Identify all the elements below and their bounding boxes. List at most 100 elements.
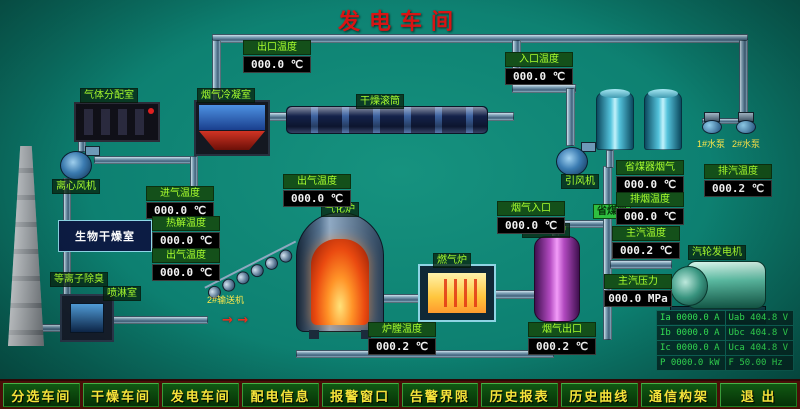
flow-arrow-icon: → → xyxy=(222,313,249,328)
sensor-pyrolysis-temp: 热解温度 000.0 ℃ xyxy=(152,216,220,249)
table-cell: Ib 0000.0 A xyxy=(656,325,726,341)
table-cell: Uca 404.8 V xyxy=(724,340,794,356)
pipe-segment xyxy=(212,34,748,43)
label-gas-furnace: 燃气炉 xyxy=(433,253,471,268)
page-title: 发电车间 xyxy=(337,9,462,34)
nav-history-curve[interactable]: 历史曲线 xyxy=(560,383,638,407)
generator-readings-table: Ia 0000.0 A Uab 404.8 V Ib 0000.0 A Ubc … xyxy=(656,310,794,371)
nav-alarm-window[interactable]: 报警窗口 xyxy=(321,383,399,407)
sensor-value: 000.2 ℃ xyxy=(368,338,436,355)
status-dot xyxy=(148,108,154,114)
sensor-outlet-temp: 出口温度 000.0 ℃ xyxy=(243,40,311,73)
spray-room-window xyxy=(70,303,104,333)
sensor-label: 省煤器烟气 xyxy=(616,160,684,175)
sensor-flue-gas-outlet: 烟气出口 000.2 ℃ xyxy=(528,322,596,355)
pipe-segment xyxy=(268,112,288,121)
sensor-label: 出气温度 xyxy=(283,174,351,189)
label-spray-room: 喷淋室 xyxy=(103,286,141,301)
pipe-segment xyxy=(603,166,612,340)
gasifier-leg xyxy=(361,330,371,339)
sensor-outgas-temp-mid: 出气温度 000.0 ℃ xyxy=(283,174,351,207)
nav-power-workshop[interactable]: 发电车间 xyxy=(162,383,240,407)
nav-sorting-workshop[interactable]: 分选车间 xyxy=(3,383,80,407)
label-turbine-generator: 汽轮发电机 xyxy=(688,245,746,260)
conveyor-roller xyxy=(234,268,252,287)
sensor-value: 000.0 MPa xyxy=(604,290,672,307)
sensor-value: 000.0 ℃ xyxy=(497,217,565,234)
sensor-inlet-temp: 入口温度 000.0 ℃ xyxy=(505,52,573,85)
nav-power-distribution[interactable]: 配电信息 xyxy=(242,383,319,407)
pipe-segment xyxy=(566,88,575,146)
flue-gas-condenser-graphic xyxy=(194,100,270,156)
sensor-main-steam-pressure: 主汽压力 000.0 MPa xyxy=(604,274,672,307)
sensor-exhaust-steam-temp: 排汽温度 000.2 ℃ xyxy=(704,164,772,197)
sensor-label: 入口温度 xyxy=(505,52,573,67)
table-cell: P 0000.0 kW xyxy=(656,355,726,371)
table-cell: F 50.00 Hz xyxy=(724,355,794,371)
table-cell: Ic 0000.0 A xyxy=(656,340,726,356)
sensor-label: 排烟温度 xyxy=(616,192,684,207)
table-row: P 0000.0 kW F 50.00 Hz xyxy=(656,355,794,371)
sensor-value: 000.0 ℃ xyxy=(505,68,573,85)
sensor-value: 000.2 ℃ xyxy=(704,180,772,197)
nav-drying-workshop[interactable]: 干燥车间 xyxy=(82,383,160,407)
pipe-segment xyxy=(94,156,198,164)
sensor-value: 000.2 ℃ xyxy=(612,242,680,259)
spray-room-graphic xyxy=(60,294,114,342)
sensor-intake-temp: 进气温度 000.0 ℃ xyxy=(146,186,214,219)
nav-alarm-limits[interactable]: 告警界限 xyxy=(401,383,479,407)
conveyor-roller xyxy=(276,246,295,265)
sensor-value: 000.0 ℃ xyxy=(146,202,214,219)
centrifugal-fan-graphic xyxy=(60,146,100,180)
label-pump-2: 2#水泵 xyxy=(732,139,761,149)
label-induced-fan: 引风机 xyxy=(561,174,599,189)
sensor-outgas-temp-left: 出气温度 000.0 ℃ xyxy=(152,248,220,281)
sensor-label: 烟气入口 xyxy=(497,201,565,216)
label-centrifugal-fan: 离心风机 xyxy=(52,179,100,194)
condenser-hot-section xyxy=(199,131,265,150)
water-pump-2-graphic xyxy=(734,112,758,134)
fan-volute xyxy=(556,147,588,176)
label-drying-drum: 干燥滚筒 xyxy=(356,94,404,109)
sensor-value: 000.0 ℃ xyxy=(616,208,684,225)
chimney-graphic xyxy=(8,146,44,346)
nav-exit-button[interactable]: 退 出 xyxy=(720,383,798,407)
drying-drum-graphic xyxy=(286,106,488,134)
gas-distribution-slots xyxy=(84,109,150,135)
steam-boiler-graphic xyxy=(534,236,580,322)
sensor-value: 000.0 ℃ xyxy=(283,190,351,207)
induced-draft-fan-graphic xyxy=(556,142,596,176)
bottom-nav: 分选车间 干燥车间 发电车间 配电信息 报警窗口 告警界限 历史报表 历史曲线 … xyxy=(0,379,800,409)
sensor-value: 000.0 ℃ xyxy=(152,232,220,249)
gasifier-leg xyxy=(309,330,319,339)
fan-outlet xyxy=(85,146,100,156)
conveyor-roller xyxy=(219,275,238,294)
conveyor-roller xyxy=(248,261,266,279)
gasifier-graphic xyxy=(296,212,384,339)
pipe-segment xyxy=(494,290,536,299)
pipe-segment xyxy=(739,40,748,114)
label-plasma-deodorizer: 等离子除臭 xyxy=(50,272,108,287)
gas-furnace-graphic xyxy=(418,264,496,322)
sensor-economizer-gas-in: 省煤器烟气 000.0 ℃ xyxy=(616,160,684,193)
sensor-value: 000.0 ℃ xyxy=(616,176,684,193)
pump-volute xyxy=(736,120,756,134)
sensor-label: 出口温度 xyxy=(243,40,311,55)
table-row: Ia 0000.0 A Uab 404.8 V xyxy=(656,310,794,326)
nav-communication-frame[interactable]: 通信构架 xyxy=(640,383,718,407)
generator-end-cap xyxy=(670,266,708,306)
pipe-segment xyxy=(484,112,514,121)
condenser-water-section xyxy=(199,105,265,130)
sensor-value: 000.0 ℃ xyxy=(152,264,220,281)
sensor-label: 热解温度 xyxy=(152,216,220,231)
sensor-furnace-temp: 炉膛温度 000.2 ℃ xyxy=(368,322,436,355)
pipe-segment xyxy=(112,316,208,324)
pipe-segment xyxy=(382,294,420,303)
water-tank-2-graphic xyxy=(644,89,682,150)
table-row: Ib 0000.0 A Ubc 404.8 V xyxy=(656,325,794,341)
sensor-value: 000.0 ℃ xyxy=(243,56,311,73)
sensor-label: 烟气出口 xyxy=(528,322,596,337)
label-pump-1: 1#水泵 xyxy=(697,139,726,149)
nav-history-report[interactable]: 历史报表 xyxy=(481,383,558,407)
